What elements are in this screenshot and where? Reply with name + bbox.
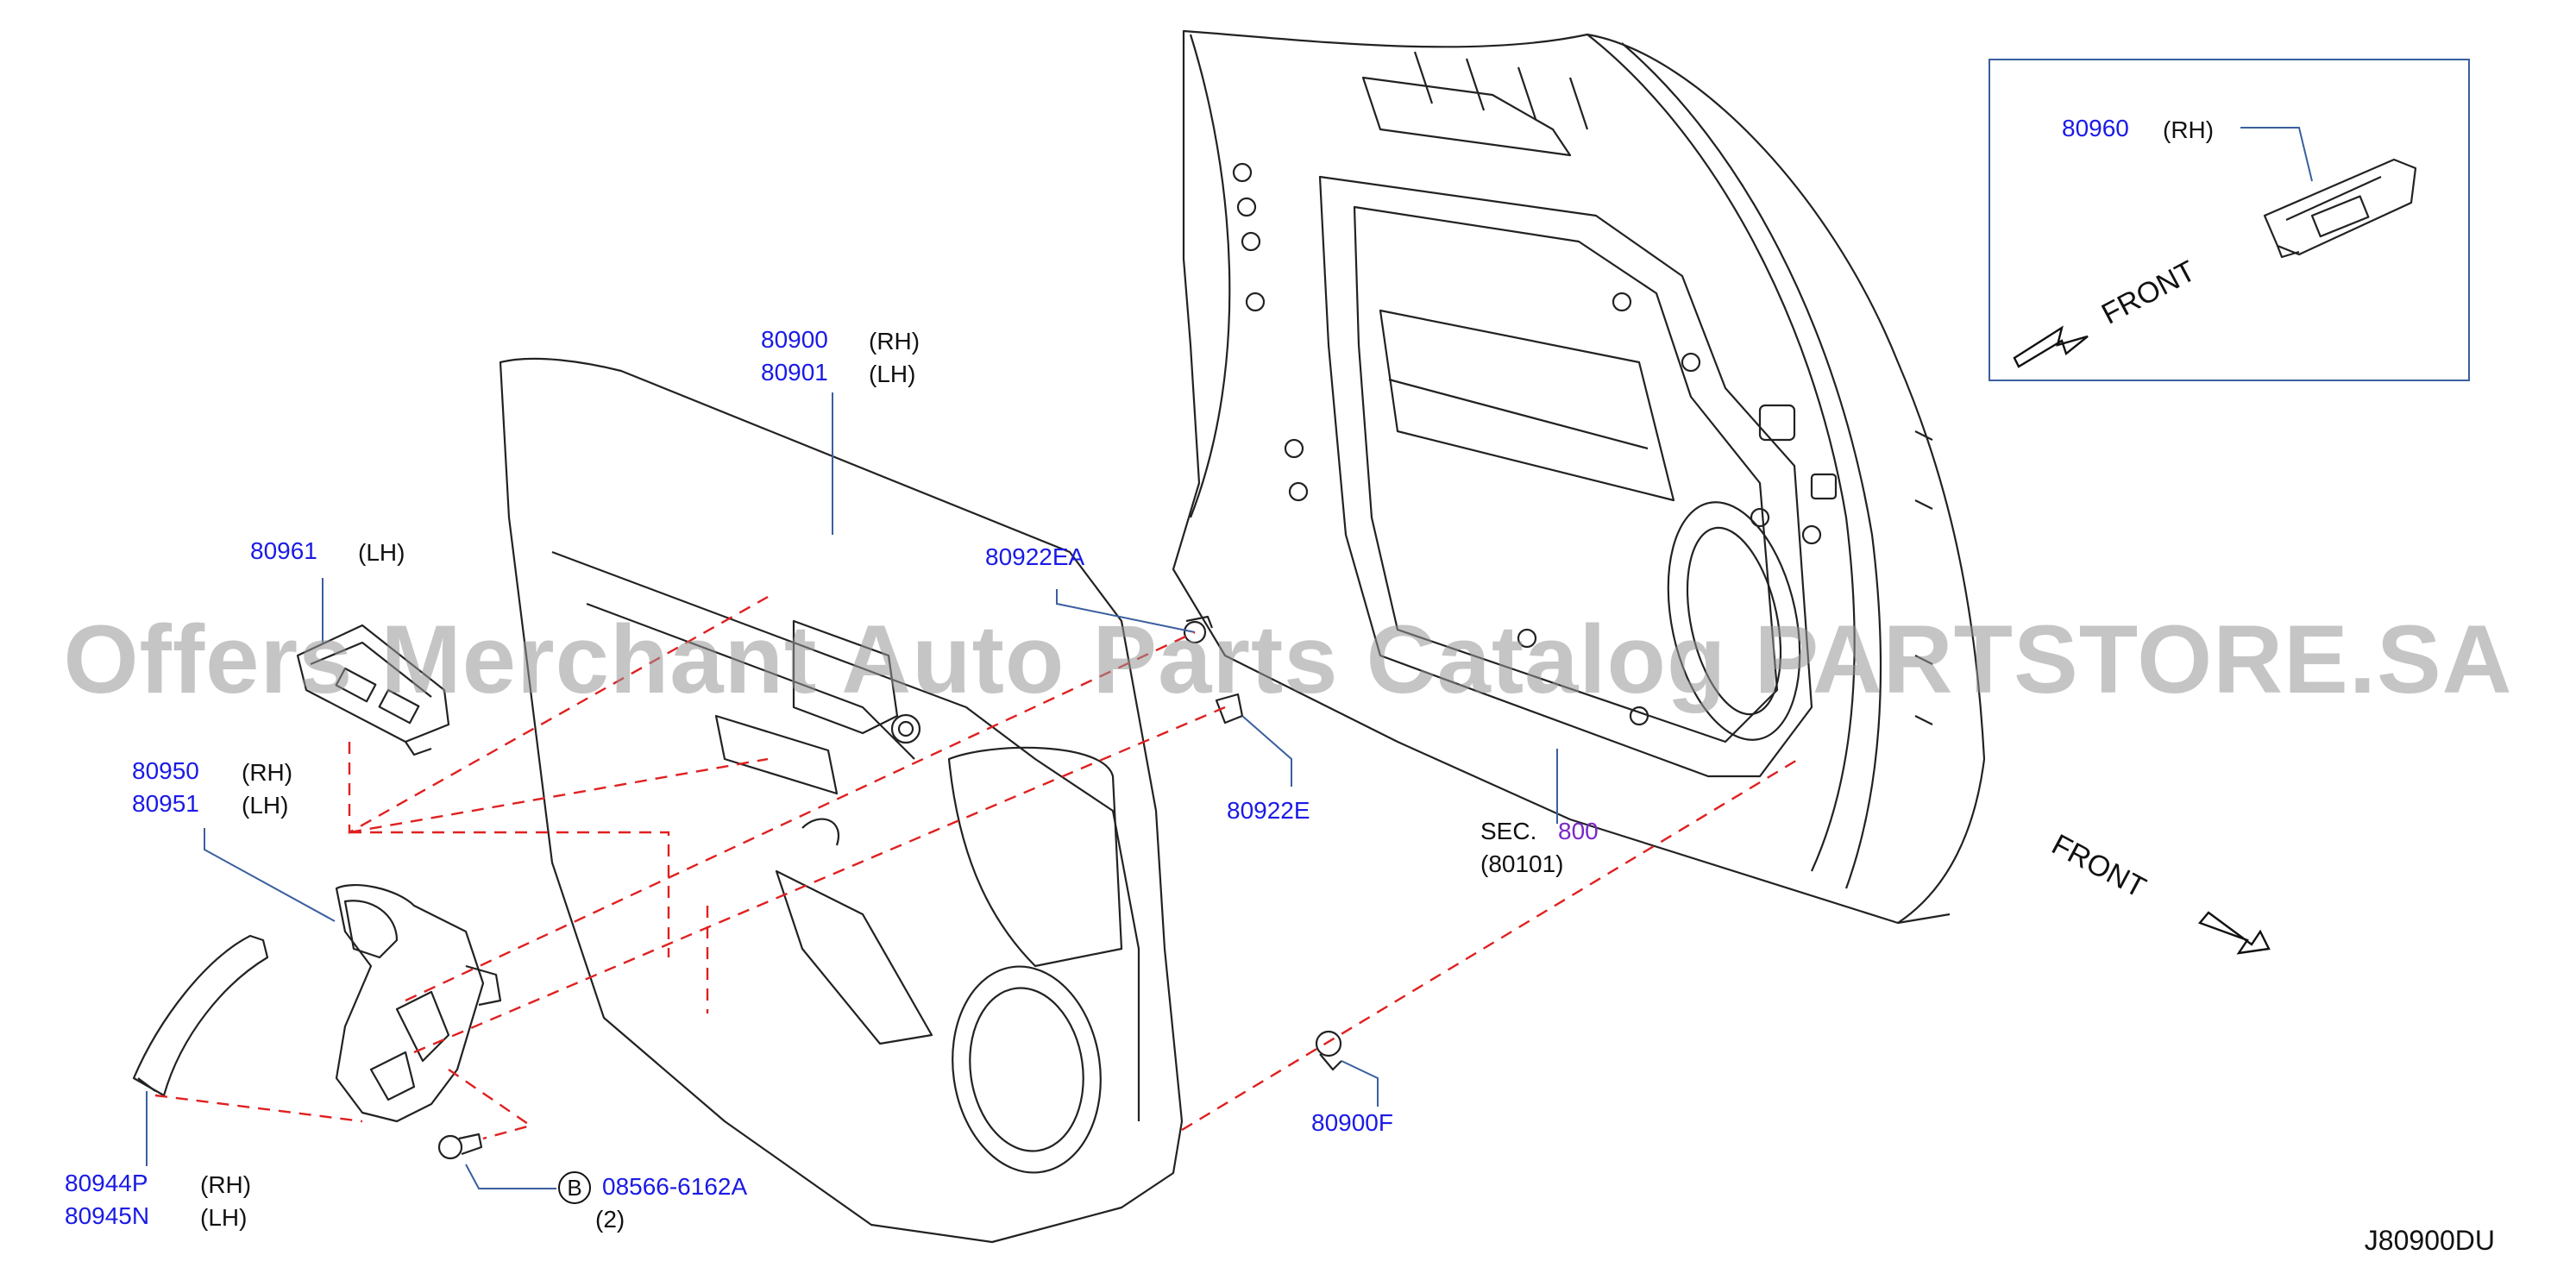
section-sub: (80101) [1480,850,1564,877]
callout-80961[interactable]: 80961 [250,537,317,564]
dashed-relation-lines [154,595,1800,1140]
callout-80950[interactable]: 80950 [132,757,199,784]
front-arrows [2013,325,2271,955]
armrest-bracket [335,883,502,1123]
inset-box [1989,59,2470,381]
callout-80922e[interactable]: 80922E [1227,797,1310,824]
leader-lines [146,127,2313,1189]
callout-80901[interactable]: 80901 [761,359,828,386]
door-inner-panel [1172,29,1986,925]
callout-80945n-side: (LH) [200,1204,248,1231]
power-window-switch-lh [296,624,450,756]
callout-bolt-qty: (2) [595,1206,625,1233]
callout-80900-side: (RH) [869,328,920,355]
callout-80900[interactable]: 80900 [761,326,828,353]
callout-80944p-side: (RH) [200,1171,252,1198]
callout-80922ea[interactable]: 80922EA [985,543,1085,570]
power-window-switch-rh [2263,158,2417,259]
armrest-cover [132,934,269,1097]
watermark: Offers Merchant Auto Parts Catalog PARTS… [63,605,2513,713]
section-prefix: SEC. [1480,818,1537,844]
callout-80960[interactable]: 80960 [2062,115,2129,141]
callout-80944p[interactable]: 80944P [65,1170,148,1196]
callout-80961-side: (LH) [358,539,405,566]
callout-80950-side: (RH) [242,759,293,786]
callout-80945n[interactable]: 80945N [65,1202,150,1229]
diagram-code: J80900DU [2364,1225,2495,1256]
section-number[interactable]: 800 [1558,818,1599,844]
callout-80900f[interactable]: 80900F [1311,1109,1393,1136]
callout-80951-side: (LH) [242,792,289,819]
bolt-badge: B [558,1171,591,1204]
front-arrow-main [2197,911,2271,955]
callout-80951[interactable]: 80951 [132,790,199,817]
clip-80922ea [1183,615,1214,644]
callout-80960-side: (RH) [2163,116,2215,143]
callout-08566-6162a[interactable]: 08566-6162A [602,1173,748,1200]
bolt-08566 [437,1133,483,1160]
front-arrow-inset [2013,325,2089,368]
door-trim-panel [499,357,1184,1244]
screw-80900f [1315,1030,1342,1071]
callout-80901-side: (LH) [869,361,916,387]
